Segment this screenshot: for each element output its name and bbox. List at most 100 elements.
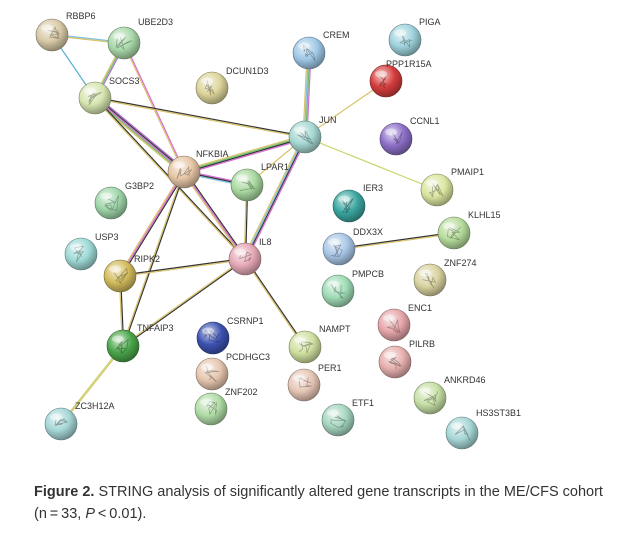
edge-strand <box>243 136 305 259</box>
structure-glyph <box>204 329 220 343</box>
node-sphere[interactable] <box>35 18 69 52</box>
node-sphere[interactable] <box>445 416 479 450</box>
node-sphere[interactable] <box>321 403 355 437</box>
node-piga[interactable]: PIGA <box>388 17 441 57</box>
structure-glyph <box>47 26 61 39</box>
edge-ripk2-il8 <box>119 257 246 278</box>
node-ppp1r15a[interactable]: PPP1R15A <box>369 59 432 98</box>
node-ier3[interactable]: IER3 <box>332 183 383 223</box>
node-label: PIGA <box>419 17 441 27</box>
node-tnfaip3[interactable]: TNFAIP3 <box>106 323 174 363</box>
node-csrnp1[interactable]: CSRNP1 <box>196 316 264 355</box>
node-sphere[interactable] <box>194 392 228 426</box>
node-sphere[interactable] <box>377 308 411 342</box>
node-label: USP3 <box>95 232 119 242</box>
node-zc3h12a[interactable]: ZC3H12A <box>44 401 115 441</box>
node-sphere[interactable] <box>195 357 229 391</box>
sphere-highlight <box>394 29 406 37</box>
node-sphere[interactable] <box>369 64 403 98</box>
node-label: TNFAIP3 <box>137 323 174 333</box>
node-sphere[interactable] <box>195 71 229 105</box>
caption-text: STRING analysis of significantly altered… <box>34 484 603 522</box>
node-sphere[interactable] <box>413 263 447 297</box>
node-label: LPAR1 <box>261 162 289 172</box>
node-ccnl1[interactable]: CCNL1 <box>379 116 440 156</box>
node-label: IL8 <box>259 237 272 247</box>
node-nampt[interactable]: NAMPT <box>288 324 351 364</box>
node-rbbp6[interactable]: RBBP6 <box>35 11 96 52</box>
node-il8[interactable]: IL8 <box>228 237 272 276</box>
node-label: DDX3X <box>353 227 383 237</box>
edge-strand <box>122 257 245 346</box>
structure-glyph <box>204 80 215 96</box>
node-enc1[interactable]: ENC1 <box>377 303 432 342</box>
edge-strand <box>242 135 304 259</box>
structure-glyph <box>422 273 437 288</box>
node-sphere[interactable] <box>287 368 321 402</box>
node-znf202[interactable]: ZNF202 <box>194 387 258 426</box>
node-per1[interactable]: PER1 <box>287 363 342 402</box>
node-ddx3x[interactable]: DDX3X <box>322 227 383 266</box>
edge-strand <box>304 136 438 191</box>
node-socs3[interactable]: SOCS3 <box>78 76 140 115</box>
edge-strand <box>184 170 247 259</box>
node-ankrd46[interactable]: ANKRD46 <box>413 375 486 415</box>
structure-glyph <box>115 338 129 355</box>
structure-glyph <box>298 377 312 388</box>
node-sphere[interactable] <box>107 26 141 60</box>
node-sphere[interactable] <box>64 237 98 271</box>
edge-strand <box>124 42 186 172</box>
structure-glyph <box>239 251 253 263</box>
structure-glyph <box>330 415 347 428</box>
node-label: SOCS3 <box>109 76 140 86</box>
node-g3bp2[interactable]: G3BP2 <box>94 181 154 220</box>
node-ripk2[interactable]: RIPK2 <box>103 254 160 293</box>
sphere-highlight <box>109 265 121 273</box>
node-label: CSRNP1 <box>227 316 264 326</box>
node-etf1[interactable]: ETF1 <box>321 398 374 437</box>
node-sphere[interactable] <box>167 155 201 189</box>
node-label: ZNF202 <box>225 387 258 397</box>
node-crem[interactable]: CREM <box>292 30 350 70</box>
node-nfkbia[interactable]: NFKBIA <box>167 149 229 189</box>
node-label: CCNL1 <box>410 116 440 126</box>
edge-strand <box>119 171 185 277</box>
node-label: PMAIP1 <box>451 167 484 177</box>
sphere-highlight <box>201 77 213 85</box>
node-sphere[interactable] <box>230 168 264 202</box>
node-hs3st3b1[interactable]: HS3ST3B1 <box>445 408 521 450</box>
sphere-highlight <box>293 374 305 382</box>
node-znf274[interactable]: ZNF274 <box>413 258 477 297</box>
sphere-highlight <box>113 32 125 40</box>
node-pcdhgc3[interactable]: PCDHGC3 <box>195 352 270 391</box>
node-label: PCDHGC3 <box>226 352 270 362</box>
node-sphere[interactable] <box>196 321 230 355</box>
node-sphere[interactable] <box>332 189 366 223</box>
sphere-highlight <box>298 42 310 50</box>
node-usp3[interactable]: USP3 <box>64 232 119 271</box>
edge-strand <box>120 172 186 277</box>
sphere-highlight <box>451 422 463 430</box>
sphere-highlight <box>294 336 306 344</box>
node-sphere[interactable] <box>288 330 322 364</box>
structure-glyph <box>447 226 462 241</box>
node-sphere[interactable] <box>78 81 112 115</box>
node-lpar1[interactable]: LPAR1 <box>230 162 289 202</box>
structure-glyph <box>454 425 471 441</box>
node-jun[interactable]: JUN <box>288 115 337 154</box>
node-sphere[interactable] <box>321 274 355 308</box>
node-sphere[interactable] <box>292 36 326 70</box>
node-pmpcb[interactable]: PMPCB <box>321 269 384 308</box>
node-sphere[interactable] <box>106 329 140 363</box>
structure-glyph <box>378 76 388 89</box>
figure-caption: Figure 2. STRING analysis of significant… <box>34 481 604 525</box>
sphere-highlight <box>202 327 214 335</box>
node-pilrb[interactable]: PILRB <box>378 339 435 379</box>
node-klhl15[interactable]: KLHL15 <box>437 210 501 250</box>
node-pmaip1[interactable]: PMAIP1 <box>420 167 484 207</box>
node-ube2d3[interactable]: UBE2D3 <box>107 17 173 60</box>
node-dcun1d3[interactable]: DCUN1D3 <box>195 66 269 105</box>
sphere-highlight <box>100 192 112 200</box>
edge-strand <box>119 257 245 276</box>
